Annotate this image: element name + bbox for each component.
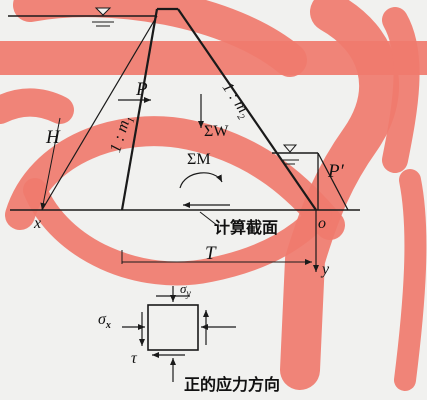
height-dimension xyxy=(40,117,61,211)
label-sigma-y: σy xyxy=(180,281,191,300)
label-x-axis: x xyxy=(34,215,42,232)
watermark-background xyxy=(0,0,427,391)
t-dimension xyxy=(121,250,312,265)
label-p-prime: P′ xyxy=(328,161,344,182)
label-p: P xyxy=(136,79,148,100)
stress-element-arrows xyxy=(122,286,236,382)
label-t: T xyxy=(205,243,216,264)
label-y-axis: y xyxy=(322,261,330,278)
label-sigma-x: σx xyxy=(98,311,111,332)
upstream-pressure-triangle xyxy=(41,15,158,211)
upstream-water-level xyxy=(8,7,157,27)
sum-m-arrow xyxy=(179,172,223,189)
downstream-water-level xyxy=(272,144,318,165)
label-positive-stress-direction: 正的应力方向 xyxy=(184,375,281,394)
label-h: H xyxy=(46,127,60,148)
label-origin: o xyxy=(318,215,326,232)
label-tau: τ xyxy=(131,350,137,367)
stress-element xyxy=(147,304,199,351)
dam-profile xyxy=(120,7,317,211)
label-sum-m: ΣM xyxy=(187,151,211,168)
label-calc-section: 计算截面 xyxy=(214,218,279,237)
downstream-pressure-triangle xyxy=(317,152,349,211)
calc-section-leader xyxy=(199,211,219,227)
label-sum-w: ΣW xyxy=(204,123,229,140)
